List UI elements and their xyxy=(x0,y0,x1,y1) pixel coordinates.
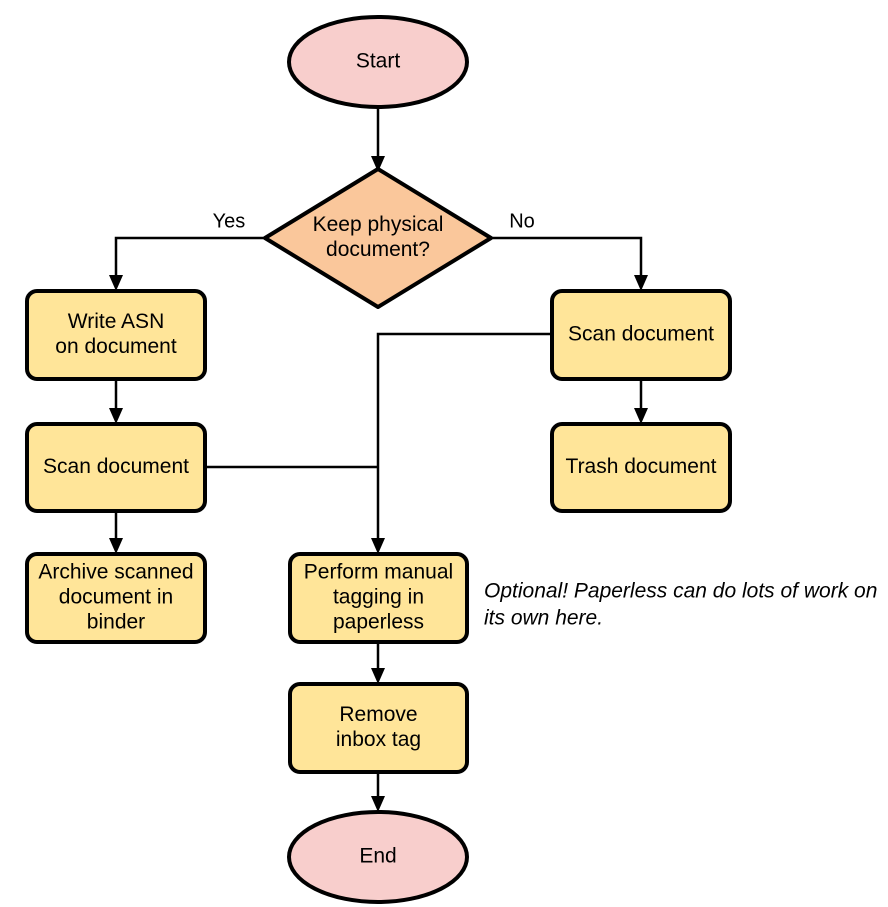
annotation-paperless-optional-note: Optional! Paperless can do lots of work … xyxy=(484,580,877,630)
edge-label-no-label: No xyxy=(509,210,535,232)
process-shape xyxy=(550,289,732,381)
arrowhead-icon xyxy=(634,275,648,291)
terminator-shape xyxy=(287,810,469,904)
edge-label-yes-label: Yes xyxy=(213,210,246,232)
arrowhead-icon xyxy=(634,408,648,424)
process-shape xyxy=(25,552,207,644)
node-label-line: Keep physical xyxy=(313,213,444,236)
node-label-line: Remove xyxy=(339,703,417,726)
edge-write-asn-to-scan-left xyxy=(109,379,123,424)
node-scan-document-right[interactable]: Scan document xyxy=(550,289,732,381)
edge-decision-to-scan-right xyxy=(491,236,648,291)
node-end[interactable]: End xyxy=(287,810,469,904)
node-label-line: document? xyxy=(326,238,430,261)
process-shape xyxy=(288,682,469,774)
arrowhead-icon xyxy=(109,538,123,554)
edge-scan-right-to-trash xyxy=(634,379,648,424)
node-label-line: Start xyxy=(356,50,401,73)
arrowhead-icon xyxy=(109,275,123,291)
annotation-line: Optional! Paperless can do lots of work … xyxy=(484,580,877,603)
node-label-line: binder xyxy=(87,611,145,634)
node-label-line: paperless xyxy=(333,611,424,634)
edge-remove-inbox-tag-to-end xyxy=(371,772,385,812)
node-label-line: on document xyxy=(55,335,177,358)
edge-start-to-decision xyxy=(371,107,385,172)
node-start[interactable]: Start xyxy=(287,15,469,109)
annotation-line: its own here. xyxy=(484,607,603,630)
node-label-line: Perform manual xyxy=(304,561,453,584)
node-trash-document[interactable]: Trash document xyxy=(550,422,732,513)
decision-shape xyxy=(263,167,493,309)
arrowhead-icon xyxy=(371,156,385,172)
edge-labels-layer: Yes No xyxy=(213,210,535,232)
arrowhead-icon xyxy=(371,796,385,812)
node-label-line: Archive scanned xyxy=(38,561,193,584)
node-label-line: Write ASN xyxy=(68,310,164,333)
node-label-line: Scan document xyxy=(568,323,714,346)
process-shape xyxy=(550,422,732,513)
node-label-line: Trash document xyxy=(566,455,717,478)
edge-manual-tagging-to-remove-inbox-tag xyxy=(371,642,385,684)
arrowhead-icon xyxy=(371,538,385,554)
edge-scan-left-to-archive xyxy=(109,511,123,554)
edge-scan-right-to-manual-tagging xyxy=(371,332,552,554)
edge-path xyxy=(491,236,643,282)
terminator-shape xyxy=(287,15,469,109)
annotations-layer: Optional! Paperless can do lots of work … xyxy=(484,580,877,630)
node-label-line: tagging in xyxy=(333,586,424,609)
node-scan-document-left[interactable]: Scan document xyxy=(25,422,207,513)
edges-layer xyxy=(109,107,648,812)
arrowhead-icon xyxy=(109,408,123,424)
node-label-line: inbox tag xyxy=(336,728,421,751)
process-shape xyxy=(288,552,469,644)
node-label-line: End xyxy=(359,845,396,868)
edge-path xyxy=(114,236,265,282)
node-label-line: Scan document xyxy=(43,455,189,478)
arrowhead-icon xyxy=(371,668,385,684)
process-shape xyxy=(25,422,207,513)
node-label-line: document in xyxy=(59,586,173,609)
edge-decision-to-write-asn xyxy=(109,236,265,291)
edge-path xyxy=(376,332,552,545)
process-shape xyxy=(25,289,207,381)
